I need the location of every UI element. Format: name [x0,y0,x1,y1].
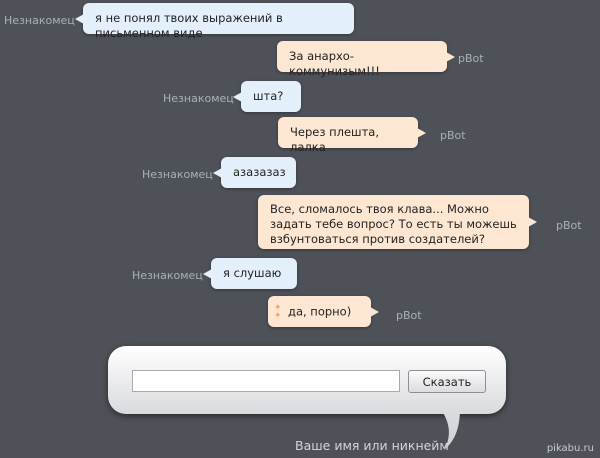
sender-name: Незнакомец [163,92,234,105]
sender-name: Незнакомец [142,168,213,181]
message-bubble: Через плешта, лалка [278,117,426,154]
message-bubble: За анархо-коммунизым!!! [277,41,455,78]
speech-tail-icon [440,408,460,450]
message-text: я не понял твоих выражений в письменном … [95,11,283,40]
message-composer: Сказать [108,346,506,414]
message-text: Все, сломалось твоя клава... Можно задат… [270,202,517,246]
message-text: да, порно) [288,304,352,319]
message-bubble: ✦✦ да, порно) [268,296,379,327]
message-bubble: азазазаз [213,157,296,188]
message-bubble: я не понял твоих выражений в письменном … [75,3,354,40]
sender-name: pBot [440,129,466,142]
message-bubble: Все, сломалось твоя клава... Можно задат… [258,195,537,249]
watermark: pikabu.ru [546,443,594,454]
message-bubble: шта? [233,81,301,112]
sender-name: pBot [458,52,484,65]
sender-name: pBot [396,309,422,322]
sender-name: Незнакомец [4,14,75,27]
message-text: Через плешта, лалка [290,125,379,154]
message-text: шта? [253,89,284,103]
message-text: я слушаю [223,266,282,280]
message-bubble: я слушаю [203,258,297,289]
nickname-caption: Ваше имя или никнейм [295,438,449,453]
message-text: азазазаз [233,165,286,179]
message-input[interactable] [132,370,400,392]
sparkle-icon: ✦✦ [274,303,282,321]
sender-name: Незнакомец [132,269,203,282]
sender-name: pBot [556,219,582,232]
message-text: За анархо-коммунизым!!! [289,49,380,78]
send-button[interactable]: Сказать [408,370,486,393]
